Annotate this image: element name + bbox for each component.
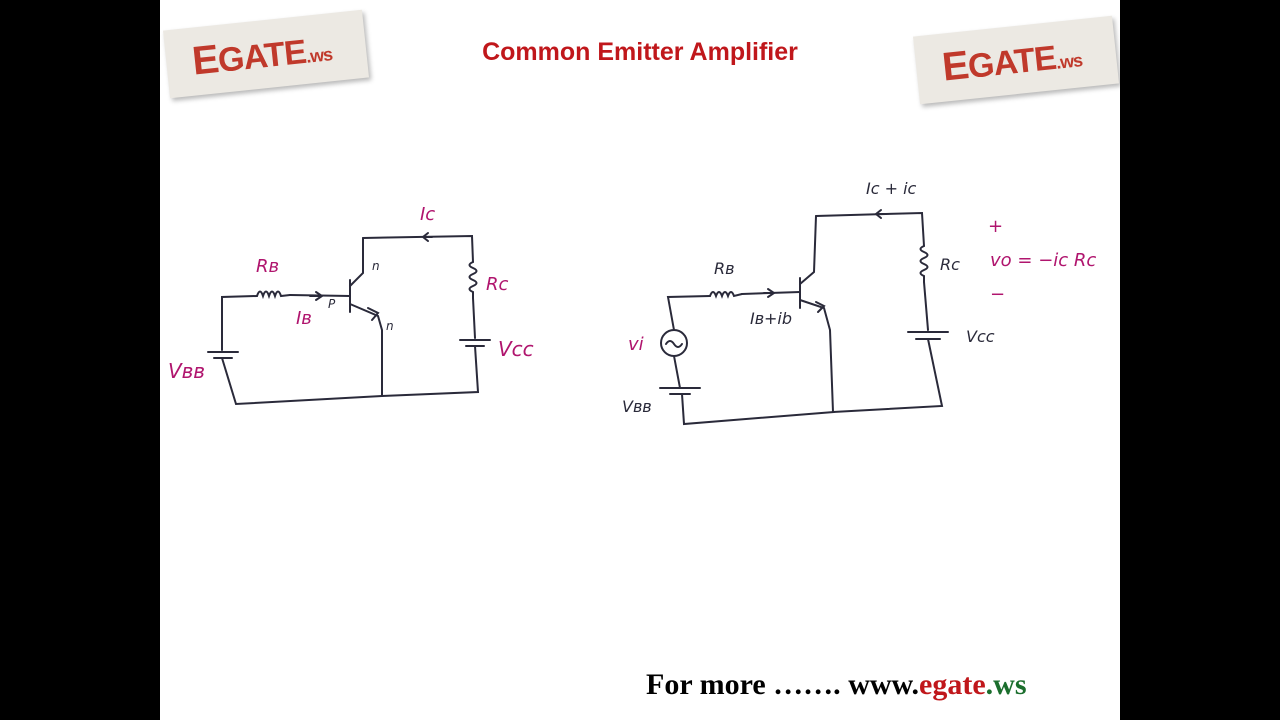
right-wire-rc-to-vcc (923, 281, 929, 331)
label-vbb: Vʙʙ (622, 397, 652, 416)
footer-site-tld: .ws (985, 668, 1027, 701)
left-ib-arrow (309, 291, 324, 301)
left-battery-vbb (207, 351, 239, 359)
left-transistor-emitter (349, 303, 383, 397)
right-circuit (659, 209, 949, 426)
label-n-bottom: n (386, 319, 394, 333)
right-wire-vcc-bottom (832, 338, 944, 413)
right-transistor-emitter (799, 299, 834, 413)
left-ic-arrow (421, 232, 433, 242)
label-rc: Rc (486, 274, 509, 295)
right-wire-collector-top (815, 211, 925, 247)
left-wire-vcc-bottom (381, 345, 480, 397)
right-resistor-rb (709, 291, 743, 299)
left-resistor-rb (256, 290, 291, 300)
label-plus: + (988, 216, 1003, 237)
right-source-tilde (665, 340, 683, 348)
right-ib-arrow (763, 288, 776, 298)
right-emitter-arrow (815, 301, 826, 313)
label-minus: − (990, 284, 1005, 305)
right-wire-vbb-bottom (681, 393, 835, 426)
label-n-top: n (372, 259, 380, 273)
label-ic-plus-ic: Ic + ic (866, 179, 917, 198)
left-wire-rc-to-vcc (472, 297, 476, 339)
label-rb: Rʙ (714, 259, 734, 278)
label-rb: Rʙ (256, 256, 279, 277)
left-wire-vbb-top (221, 295, 258, 351)
label-vo-equation: vo = −ic Rc (990, 250, 1096, 271)
footer-prefix: For more ……. (646, 668, 849, 701)
label-p: P (328, 297, 336, 311)
right-labels: Ic + ic Rʙ Iʙ+ib Rc Vcc Vʙʙ vi + vo = −i… (622, 179, 1096, 416)
right-battery-vbb (659, 387, 701, 395)
left-circuit (207, 232, 491, 406)
left-wire-vbb-bottom (221, 357, 383, 406)
left-transistor-collector (349, 237, 364, 287)
right-transistor-collector (799, 215, 817, 285)
right-wire-vi-vbb (673, 355, 681, 389)
left-labels: Rʙ Iʙ Ic Rc Vcc Vʙʙ P n n (168, 204, 534, 383)
label-ic: Ic (420, 204, 435, 225)
label-rc: Rc (940, 255, 960, 274)
footer-site-www: www. (848, 668, 920, 701)
circuits-drawing: Rʙ Iʙ Ic Rc Vcc Vʙʙ P n n Ic + ic Rʙ Iʙ+… (168, 179, 1096, 426)
left-wire-collector-top (362, 234, 474, 263)
right-ic-arrow (874, 209, 887, 219)
label-vi: vi (628, 334, 644, 355)
label-ib: Iʙ (296, 308, 312, 329)
slide-title: Common Emitter Amplifier (482, 38, 798, 66)
right-battery-vcc (907, 331, 949, 340)
footer-site-brand: egate (919, 668, 986, 701)
slide: EGATE.ws Common Emitter Amplifier EGATE.… (160, 0, 1120, 720)
label-ib-plus-ib: Iʙ+ib (750, 309, 792, 328)
label-vcc: Vcc (498, 337, 534, 361)
label-vbb: Vʙʙ (168, 359, 205, 383)
footer-website: For more ……. www.egate.ws (646, 668, 1027, 702)
label-vcc: Vcc (966, 327, 995, 346)
left-emitter-arrow (367, 307, 380, 321)
right-wire-vi-top (666, 295, 711, 331)
right-resistor-rc (919, 245, 929, 283)
left-resistor-rc (468, 261, 478, 299)
